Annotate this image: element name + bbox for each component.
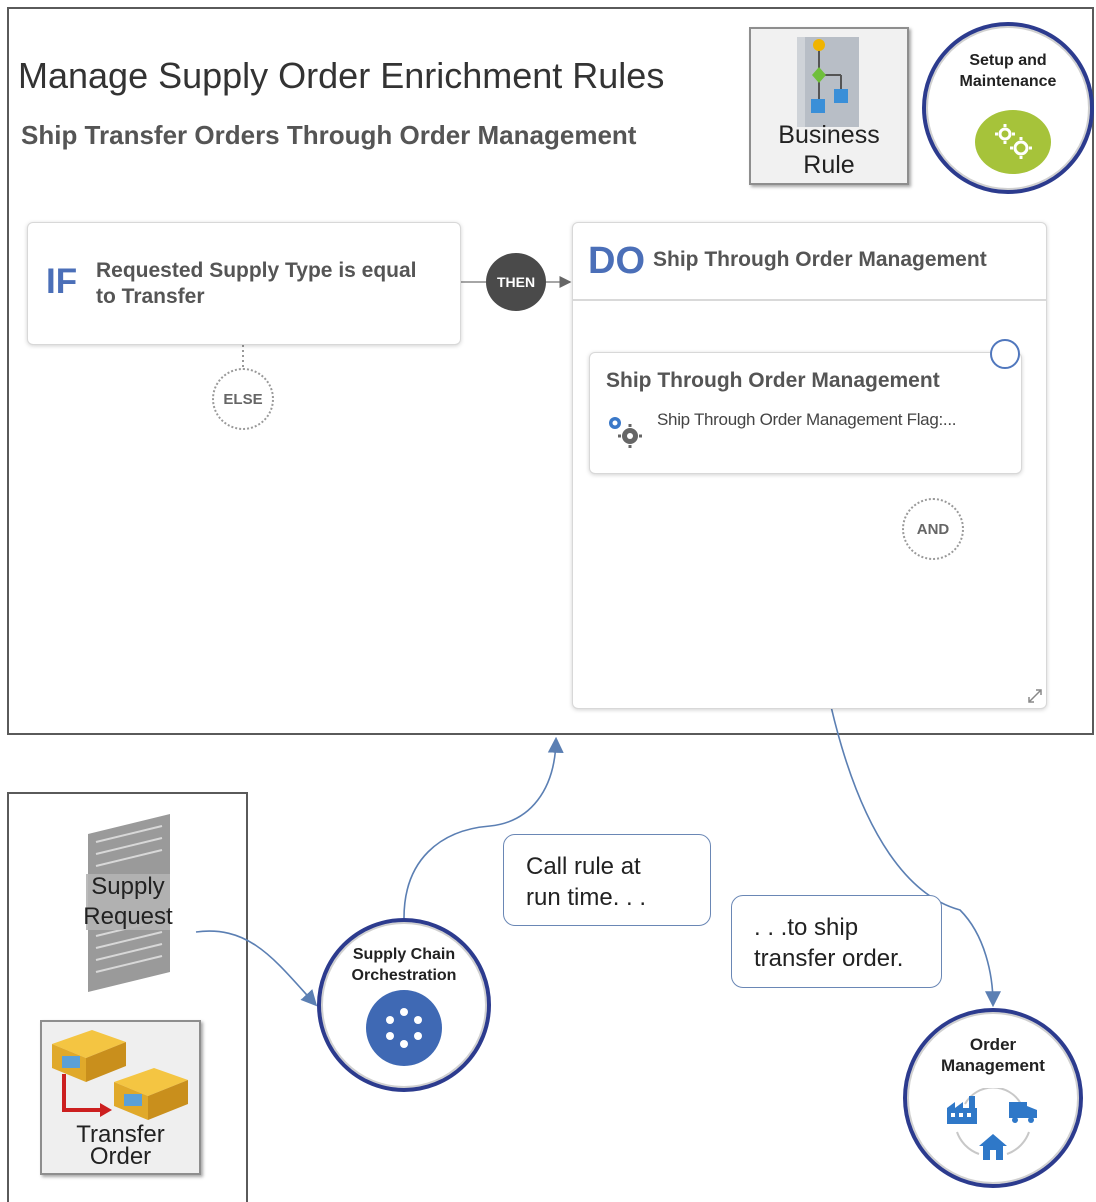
- transfer-order-label: Transfer Order: [76, 1121, 165, 1170]
- business-rule-label: Business Rule: [778, 121, 880, 179]
- action-select-radio[interactable]: [990, 339, 1020, 369]
- setup-maintenance-label: Setup and Maintenance: [959, 52, 1057, 90]
- action-detail: Ship Through Order Management Flag:...: [657, 410, 957, 429]
- business-rule-tile: [749, 27, 909, 185]
- expand-icon[interactable]: [1025, 686, 1045, 706]
- callout-ship-transfer: . . .to ship transfer order.: [731, 895, 942, 988]
- page-subtitle: Ship Transfer Orders Through Order Manag…: [21, 120, 637, 150]
- if-condition-card[interactable]: [27, 222, 461, 345]
- else-button[interactable]: ELSE: [212, 368, 274, 430]
- orchestration-to-rule-arrow: [403, 736, 564, 919]
- do-panel-divider: [573, 299, 1046, 301]
- order-management-icon: [947, 1088, 1037, 1160]
- page-title: Manage Supply Order Enrichment Rules: [18, 55, 665, 96]
- condition-text: Requested Supply Type is equal to Transf…: [96, 259, 417, 308]
- rule-editor-frame: [7, 7, 1094, 735]
- orchestration-cycle-icon: [366, 990, 442, 1066]
- request-to-orchestration-arrow: [195, 930, 318, 1007]
- supply-request-label: Supply Request: [83, 873, 173, 930]
- action-title: Ship Through Order Management: [606, 369, 940, 392]
- gear-icon: [609, 417, 642, 448]
- business-rule-icon: [797, 37, 859, 127]
- warehouse-transfer-icon: [52, 1030, 188, 1120]
- transfer-order-tile: [40, 1020, 201, 1175]
- source-documents-frame: [7, 792, 248, 1202]
- if-keyword: IF: [46, 262, 78, 301]
- supply-chain-orchestration-label: Supply Chain Orchestration: [351, 946, 457, 984]
- gears-icon: [975, 110, 1051, 174]
- callout-call-rule: Call rule at run time. . .: [503, 834, 711, 926]
- supply-request-document-icon: [86, 814, 170, 992]
- do-keyword: DO: [588, 240, 645, 282]
- do-panel-title: Ship Through Order Management: [653, 248, 987, 271]
- then-badge: THEN: [486, 253, 546, 311]
- and-button[interactable]: AND: [902, 498, 964, 560]
- order-management-label: Order Management: [941, 1035, 1045, 1075]
- action-card[interactable]: [589, 352, 1022, 474]
